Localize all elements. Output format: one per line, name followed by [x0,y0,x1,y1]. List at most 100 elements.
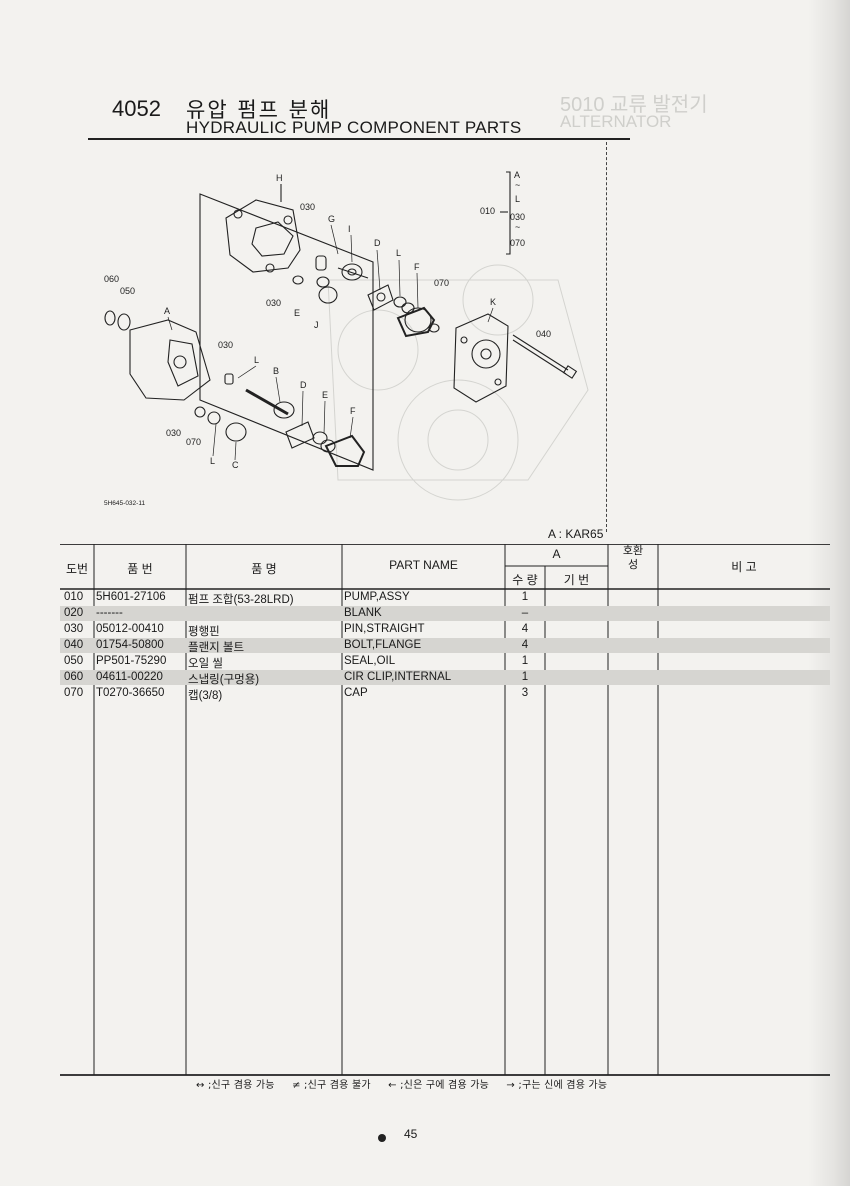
pump-housing-k [453,313,509,403]
svg-text:030: 030 [166,428,181,438]
svg-text:070: 070 [186,437,201,447]
svg-text:040: 040 [536,329,551,339]
cell-part-no: T0270-36650 [96,687,165,699]
svg-text:G: G [328,214,335,224]
callout-labels: 010 H 030 G I D L F 070 K 040 060 050 A … [104,173,551,470]
section-code: 4052 [112,96,161,121]
bleed-through-text: 5010 교류 발전기 [560,94,708,116]
diagram-frame [199,193,374,471]
cell-part-name: BOLT,FLANGE [344,639,422,651]
flange-bolt [512,334,578,379]
exploded-diagram: A~L 030~070 010 H 030 G I D L F 070 K 04… [104,170,589,501]
cell-qty: 1 [521,655,529,667]
scan-mark [378,1134,386,1142]
section-title-korean: 유압 펌프 분해 [186,98,332,122]
svg-text:030: 030 [266,298,281,308]
svg-text:J: J [314,320,319,330]
svg-text:~: ~ [515,222,520,232]
cell-no: 010 [64,591,84,603]
parts-table: 도번 품 번 품 명 PART NAME A 수 량 기 번 호환성 비 고 0… [60,544,830,1076]
oil-seal [117,313,131,331]
header-interchange: 호환성 [622,545,644,571]
header-name-ko: 품 명 [251,562,277,576]
cell-part-no: 5H601-27106 [96,591,166,603]
range-bracket [506,171,511,255]
cell-part-no: 05012-00410 [96,623,164,635]
cell-part-no: 01754-50800 [96,639,164,651]
svg-text:D: D [300,380,307,390]
background-engine-ghost [327,264,589,501]
svg-text:L: L [396,248,401,258]
cell-qty: – [521,607,529,619]
row-shading [60,670,830,685]
pump-housing-a [129,319,211,401]
svg-text:A: A [164,306,170,316]
header-remark: 비 고 [731,560,757,574]
cell-no: 070 [64,687,84,699]
cell-part-name: SEAL,OIL [344,655,396,667]
cell-no: 030 [64,623,84,635]
legend-compatible-both: ↔ ;신구 겸용 가능 [196,1080,275,1091]
cell-name-ko: 오일 씰 [188,658,223,670]
header-qty: 수 량 [512,573,538,587]
legend-new-to-old: ← ;신은 구에 겸용 가능 [388,1080,490,1091]
cell-part-no: ------- [96,607,123,619]
legend-incompatible: ≠ ;신구 겸용 불가 [292,1080,371,1091]
title-underline [88,138,630,140]
dashed-divider [606,142,607,532]
svg-text:~: ~ [515,180,520,190]
cell-no: 040 [64,639,84,651]
cell-no: 020 [64,607,84,619]
svg-text:030: 030 [218,340,233,350]
svg-text:060: 060 [104,274,119,284]
cell-qty: 1 [521,671,529,683]
svg-text:030: 030 [300,202,315,212]
svg-text:070: 070 [434,278,449,288]
svg-text:010: 010 [480,206,495,216]
cell-name-ko: 평행핀 [188,626,220,638]
cell-part-name: CIR CLIP,INTERNAL [344,671,452,683]
cell-qty: 4 [521,639,529,651]
svg-text:050: 050 [120,286,135,296]
diagram-code: 5H645-032-11 [104,500,146,507]
legend-old-to-new: → ;구는 신에 겸용 가능 [506,1080,608,1091]
page-number: 45 [404,1127,418,1141]
svg-text:070: 070 [510,238,525,248]
range-label-text: A~L 030~070 [510,170,525,248]
svg-text:D: D [374,238,381,248]
interchange-legend: ↔ ;신구 겸용 가능 ≠ ;신구 겸용 불가 ← ;신은 구에 겸용 가능 →… [196,1076,621,1091]
svg-text:C: C [232,460,239,470]
header-group-a: A [552,547,561,561]
svg-text:030: 030 [510,212,525,222]
page-edge-shadow [808,0,850,1186]
header-base: 기 번 [563,573,590,587]
section-title-english: HYDRAULIC PUMP COMPONENT PARTS [186,118,522,137]
upper-gear-train [292,255,440,333]
cell-part-no: PP501-75290 [96,655,167,667]
cell-name-ko: 플랜지 볼트 [188,642,245,654]
svg-text:F: F [414,262,420,272]
svg-text:E: E [322,390,328,400]
svg-text:A: A [514,170,520,180]
model-legend: A : KAR65 [548,527,604,541]
svg-text:L: L [254,355,259,365]
cell-no: 060 [64,671,84,683]
cell-name-ko: 스냅링(구멍용) [188,674,260,686]
circlip [104,310,116,326]
svg-text:H: H [276,173,283,183]
pump-housing-h [225,184,301,273]
cell-name-ko: 펌프 조합(53-28LRD) [188,594,294,606]
svg-text:I: I [348,224,351,234]
svg-text:L: L [515,194,520,204]
o-ring [396,306,436,338]
svg-text:B: B [273,366,279,376]
svg-text:E: E [294,308,300,318]
header-no: 도번 [65,562,89,576]
cell-part-name: PUMP,ASSY [344,591,410,603]
table-grid [60,544,830,1076]
leader-lines [167,224,494,461]
cell-qty: 3 [521,687,529,699]
cell-part-name: BLANK [344,607,382,619]
svg-text:L: L [210,456,215,466]
